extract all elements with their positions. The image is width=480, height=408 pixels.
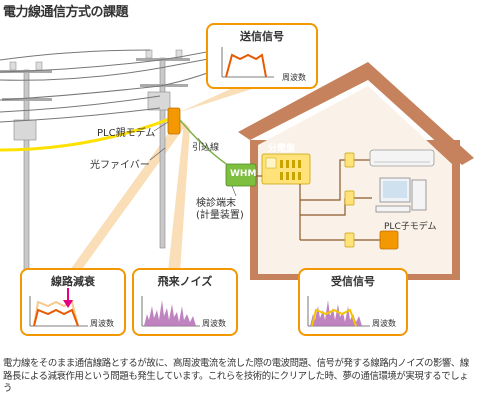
- label-service-line: 引込線: [192, 143, 220, 153]
- callout-noise: [168, 122, 190, 272]
- receive-signal-graph: [307, 296, 370, 327]
- panel-send-signal: 送信信号 周波数: [206, 23, 318, 89]
- computer: [375, 177, 427, 213]
- label-plc-parent-modem: PLC親モデム: [97, 128, 156, 139]
- label-whm: WHM: [230, 169, 257, 179]
- callout-send: [180, 87, 258, 112]
- panel-receive-axis: 周波数: [372, 319, 396, 328]
- callout-line-loss: [70, 120, 186, 272]
- panel-noise-title: 飛来ノイズ: [157, 275, 213, 288]
- utility-pole-left: [0, 61, 52, 281]
- panel-send-axis: 周波数: [282, 73, 306, 82]
- noise-graph: [141, 296, 200, 327]
- panel-receive-signal: 受信信号 周波数: [298, 268, 408, 336]
- optical-fiber-line: [0, 116, 173, 152]
- whm-meter: [225, 163, 257, 187]
- panel-receive-title: 受信信号: [331, 275, 375, 288]
- panel-noise: 飛来ノイズ 周波数: [132, 268, 238, 336]
- description-text: 電力線をそのまま通信線路とするが故に、高周波電流を流した際の電波問題、信号が発す…: [3, 358, 469, 394]
- panel-line-loss-title: 線路減衰: [51, 275, 95, 288]
- plc-parent-modem: [167, 107, 181, 135]
- panel-line-loss: 線路減衰 周波数: [20, 268, 126, 336]
- label-optical-fiber: 光ファイバー: [90, 160, 150, 171]
- send-signal-graph: [221, 47, 274, 78]
- panel-line-loss-axis: 周波数: [90, 319, 114, 328]
- panel-send-title: 送信信号: [240, 30, 284, 43]
- label-distribution-board: 分電盤: [268, 144, 296, 154]
- panel-noise-axis: 周波数: [202, 319, 226, 328]
- label-meter-terminal: 検診端末 (計量装置): [196, 198, 244, 221]
- label-plc-child-modem: PLC子モデム: [384, 222, 437, 232]
- wall-outlets: [344, 152, 355, 248]
- line-loss-graph: [29, 288, 88, 327]
- plc-child-modem: [379, 230, 399, 250]
- air-conditioner: [369, 149, 435, 167]
- page-title: 電力線通信方式の課題: [3, 5, 129, 20]
